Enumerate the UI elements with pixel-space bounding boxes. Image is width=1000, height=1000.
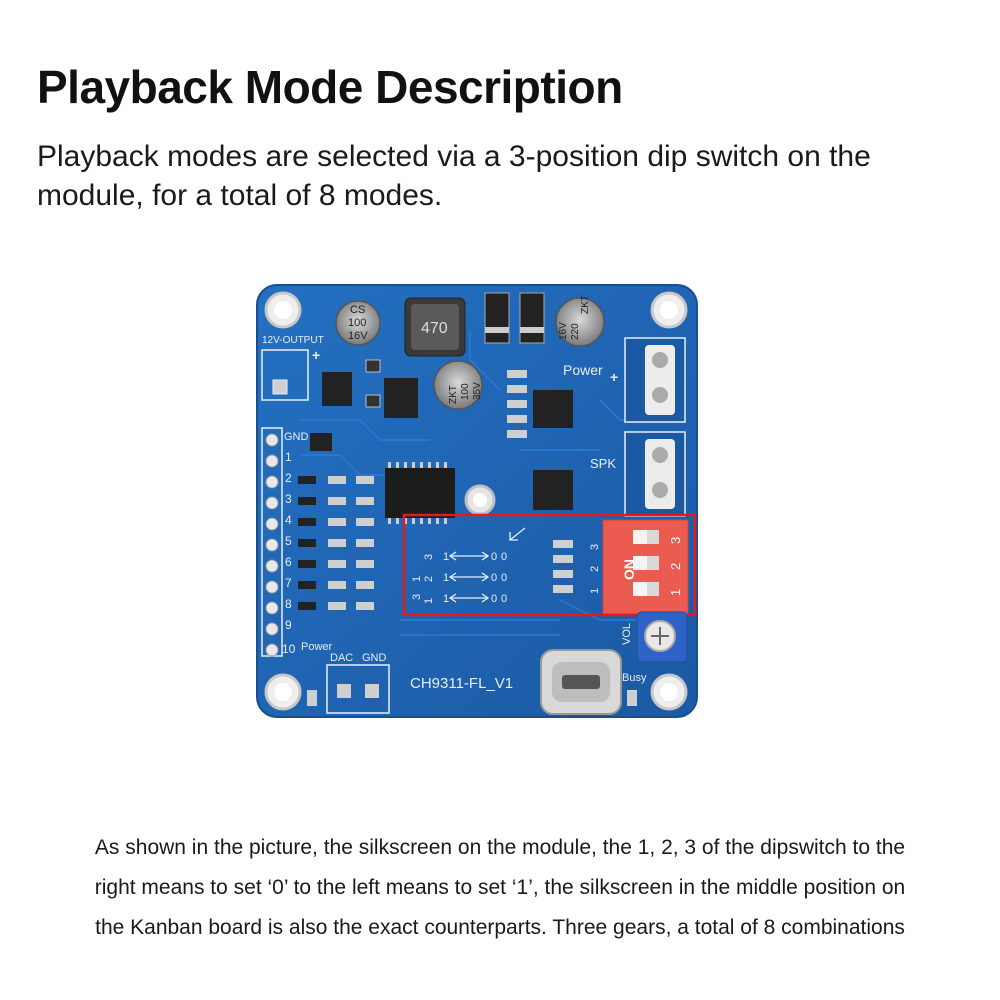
silkscreen-text: 0: [491, 572, 497, 584]
silkscreen-text: CS: [350, 304, 365, 316]
silkscreen-text: 0: [501, 572, 507, 584]
label-gnd-side: GND: [284, 431, 309, 443]
silkscreen-text: 16V: [558, 322, 569, 340]
label-dac: DAC: [330, 652, 353, 664]
mounting-holes: [264, 291, 688, 711]
silkscreen-text: 1: [668, 589, 683, 596]
intro-line-2: module, for a total of 8 modes.: [37, 179, 443, 212]
pin-header: [261, 427, 283, 657]
terminal-blocks: [624, 337, 686, 517]
pin-number-labels: 1 2 3 4 5 6 7 8 9 10: [282, 450, 296, 656]
silkscreen-text: ZKT: [448, 385, 459, 404]
silkscreen-mode-table: 3 2 1 1 3 1 1 1 0 0 0 0 0 0: [411, 527, 526, 605]
silkscreen-text: 0: [491, 551, 497, 563]
silkscreen-text: 5: [285, 534, 292, 548]
board-name-label: CH9311-FL_V1: [410, 675, 513, 692]
caption-line-2: right means to set ‘0’ to the left means…: [94, 876, 906, 899]
silkscreen-text: 6: [285, 555, 292, 569]
silkscreen-text: 1: [589, 588, 601, 594]
silkscreen-text: 1: [443, 593, 449, 605]
page-title: Playback Mode Description: [37, 61, 623, 113]
label-vol: VOL: [621, 623, 633, 645]
silkscreen-text: 0: [501, 593, 507, 605]
highlight-box: [402, 513, 697, 617]
silkscreen-text: 0: [501, 551, 507, 563]
pcb-module-image: 12V-OUTPUT + CS 100 16V 470 ZKT 220 16V …: [256, 284, 698, 718]
capacitor-cs: CS 100 16V: [335, 300, 381, 346]
main-chip: [385, 462, 455, 524]
silkscreen-text: 2: [285, 471, 292, 485]
silkscreen-text: 0: [491, 593, 497, 605]
silkscreen-text: 9: [285, 618, 292, 632]
capacitor-zkt-100: ZKT 100 35V: [433, 360, 483, 410]
silkscreen-text: 8: [285, 597, 292, 611]
silkscreen-text: 100: [460, 383, 471, 400]
dip-switch: ON 1 2 3: [602, 519, 689, 615]
silkscreen-text: 3: [423, 554, 435, 560]
capacitor-zkt-220: ZKT 220 16V: [555, 295, 605, 347]
label-12v-output: 12V-OUTPUT: [262, 335, 324, 346]
silkscreen-text: 1: [411, 576, 423, 582]
volume-potentiometer: [636, 611, 688, 663]
silkscreen-text: 3: [668, 537, 683, 544]
dip-resistors: [553, 540, 573, 593]
silkscreen-text: 35V: [472, 382, 483, 400]
silkscreen-text: ZKT: [580, 295, 591, 314]
svg-text:+: +: [610, 369, 618, 385]
silkscreen-text: 470: [421, 320, 448, 337]
usb-c-connector: [540, 649, 622, 715]
silkscreen-text: 1: [443, 572, 449, 584]
svg-text:+: +: [312, 347, 320, 363]
silkscreen-text: 220: [570, 323, 581, 340]
inductor-470: 470: [404, 297, 466, 357]
silkscreen-text: 1: [443, 551, 449, 563]
label-gnd-bottom: GND: [362, 652, 387, 664]
silkscreen-text: 16V: [348, 330, 368, 342]
silkscreen-text: 7: [285, 576, 292, 590]
intro-paragraph: Playback modes are selected via a 3-posi…: [37, 137, 957, 215]
label-busy: Busy: [622, 672, 647, 684]
caption-paragraph: As shown in the picture, the silkscreen …: [0, 828, 1000, 948]
caption-line-1: As shown in the picture, the silkscreen …: [94, 836, 906, 859]
dip-on-label: ON: [621, 559, 637, 580]
resistor-array: [298, 476, 374, 610]
pcb-traces: [300, 330, 640, 636]
silkscreen-text: 2: [589, 566, 601, 572]
label-power-top: Power: [563, 362, 603, 378]
silkscreen-text: 3: [411, 594, 423, 600]
silkscreen-text: 3: [285, 492, 292, 506]
silkscreen-text: 2: [423, 576, 435, 582]
caption-line-3: the Kanban board is also the exact count…: [95, 916, 905, 939]
label-spk: SPK: [590, 456, 616, 471]
silkscreen-text: 1: [285, 450, 292, 464]
silkscreen-text: 1: [423, 598, 435, 604]
silkscreen-text: 10: [282, 642, 296, 656]
silkscreen-text: 3: [589, 544, 601, 550]
label-power-bottom: Power: [301, 641, 333, 653]
silkscreen-text: 100: [348, 317, 366, 329]
silkscreen-text: 2: [668, 563, 683, 570]
silkscreen-text: 4: [285, 513, 292, 527]
intro-line-1: Playback modes are selected via a 3-posi…: [37, 140, 871, 173]
